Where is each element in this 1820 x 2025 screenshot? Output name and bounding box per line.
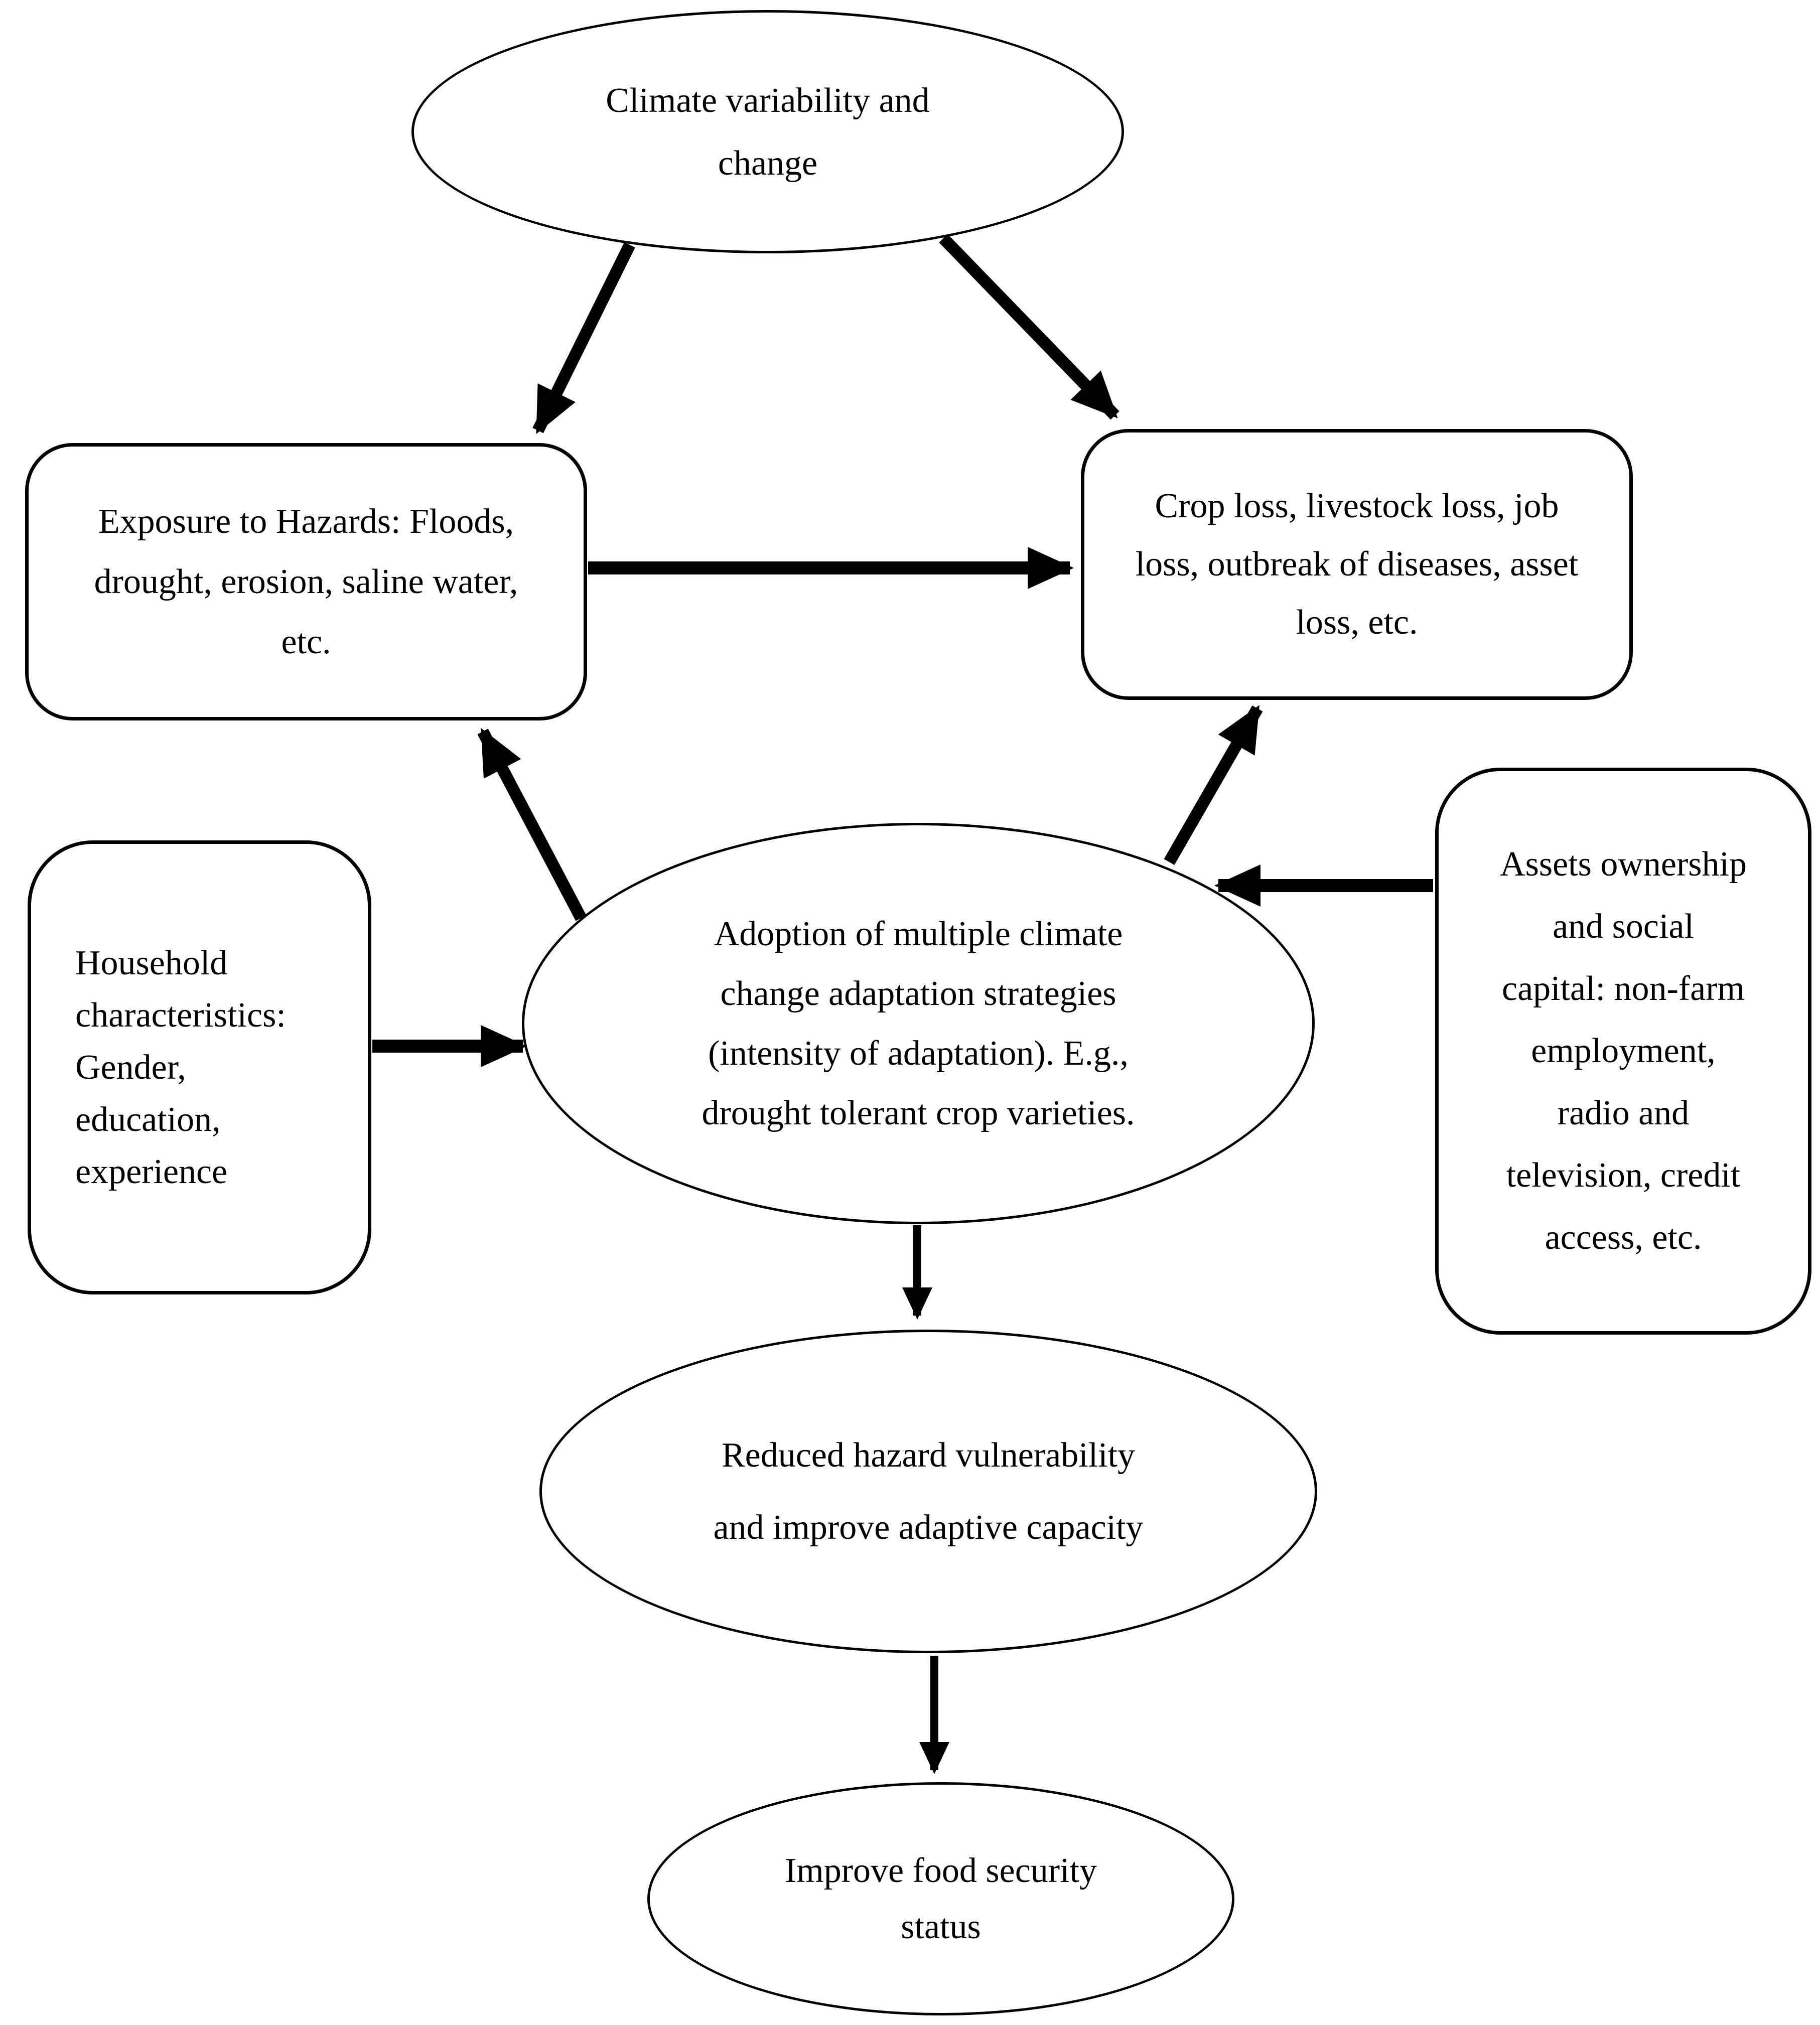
node-exposure-to-hazards-text: Exposure to Hazards: Floods, drought, er… xyxy=(94,492,518,672)
text-line: Adoption of multiple climate xyxy=(714,915,1123,953)
arrow-adoption-to-exposure xyxy=(477,728,587,921)
text-line: Reduced hazard vulnerability xyxy=(721,1435,1136,1475)
text-line: etc. xyxy=(281,622,331,661)
arrow-climate-to-exposure xyxy=(532,242,635,435)
node-improve-food-security: Improve food security status xyxy=(647,1782,1234,2015)
arrow-climate-to-losses xyxy=(939,234,1119,420)
node-household-characteristics: Household characteristics: Gender, educa… xyxy=(28,840,371,1294)
text-line: Exposure to Hazards: Floods, xyxy=(98,502,514,541)
text-line: change adaptation strategies xyxy=(720,974,1116,1013)
node-assets-ownership: Assets ownership and social capital: non… xyxy=(1435,768,1811,1335)
node-assets-ownership-text: Assets ownership and social capital: non… xyxy=(1500,833,1747,1269)
text-line: Crop loss, livestock loss, job xyxy=(1155,487,1559,525)
text-line: Assets ownership xyxy=(1500,845,1747,884)
text-line: loss, etc. xyxy=(1296,603,1418,642)
text-line: education, xyxy=(75,1100,221,1139)
node-crop-loss-text: Crop loss, livestock loss, job loss, out… xyxy=(1136,477,1579,652)
text-line: status xyxy=(901,1907,981,1946)
text-line: Household xyxy=(75,943,228,982)
text-line: drought tolerant crop varieties. xyxy=(702,1094,1135,1132)
node-climate-variability: Climate variability and change xyxy=(411,10,1124,253)
text-line: and social xyxy=(1553,907,1694,946)
node-reduced-vulnerability: Reduced hazard vulnerability and improve… xyxy=(539,1330,1317,1653)
text-line: Gender, xyxy=(75,1048,186,1087)
node-household-characteristics-text: Household characteristics: Gender, educa… xyxy=(75,937,286,1198)
text-line: television, credit xyxy=(1506,1156,1741,1195)
text-line: experience xyxy=(75,1152,228,1191)
node-crop-loss: Crop loss, livestock loss, job loss, out… xyxy=(1081,429,1633,700)
text-line: Improve food security xyxy=(784,1851,1097,1890)
text-line: Climate variability and xyxy=(606,81,930,120)
node-exposure-to-hazards: Exposure to Hazards: Floods, drought, er… xyxy=(25,443,587,720)
text-line: change xyxy=(718,143,818,183)
node-adoption-of-strategies-text: Adoption of multiple climate change adap… xyxy=(702,904,1135,1143)
text-line: capital: non-farm xyxy=(1502,969,1745,1008)
node-improve-food-security-text: Improve food security status xyxy=(785,1843,1097,1955)
node-adoption-of-strategies: Adoption of multiple climate change adap… xyxy=(522,823,1315,1224)
text-line: (intensity of adaptation). E.g., xyxy=(708,1034,1129,1073)
text-line: radio and xyxy=(1557,1094,1690,1132)
text-line: access, etc. xyxy=(1545,1218,1702,1257)
node-reduced-vulnerability-text: Reduced hazard vulnerability and improve… xyxy=(713,1419,1143,1564)
text-line: employment, xyxy=(1531,1032,1716,1070)
arrow-adoption-to-losses xyxy=(1164,705,1263,865)
node-climate-variability-text: Climate variability and change xyxy=(606,69,929,195)
text-line: and improve adaptive capacity xyxy=(713,1508,1144,1547)
text-line: drought, erosion, saline water, xyxy=(94,562,518,601)
text-line: characteristics: xyxy=(75,995,286,1035)
text-line: loss, outbreak of diseases, asset xyxy=(1135,545,1579,584)
